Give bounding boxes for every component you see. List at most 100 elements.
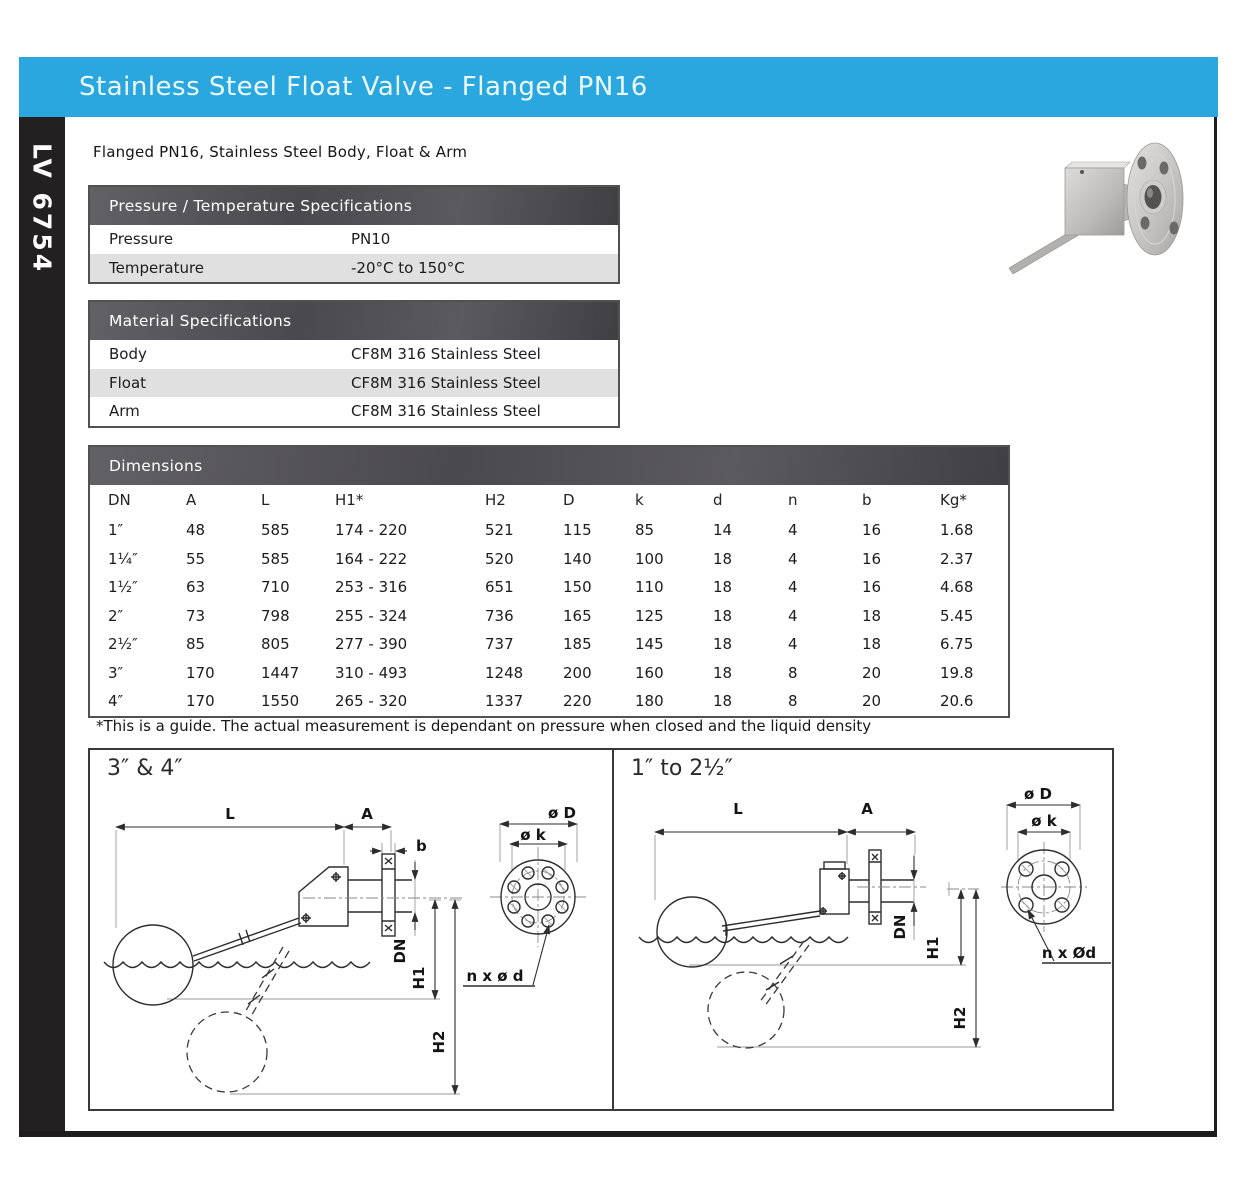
col-header: DN (108, 491, 131, 509)
dim-label-nxd: n x Ød (1042, 944, 1096, 962)
cell: 651 (485, 578, 514, 596)
table-row: Arm CF8M 316 Stainless Steel (90, 397, 618, 426)
cell: 8 (788, 692, 798, 710)
cell: 1½″ (108, 578, 138, 596)
dim-label-DN: DN (891, 914, 909, 939)
cell: 63 (186, 578, 206, 596)
cell: 170 (186, 663, 215, 682)
cell: 150 (563, 578, 592, 596)
cell: 55 (186, 549, 206, 568)
float-lower-position (186, 946, 290, 1093)
table-title: Dimensions (90, 447, 1008, 485)
col-header: H2 (485, 491, 506, 509)
dimension-A: A (343, 805, 392, 831)
material-table: Material Specifications Body CF8M 316 St… (88, 300, 620, 428)
cell: 4 (788, 606, 798, 625)
cell: 165 (563, 606, 592, 625)
cell: 14 (713, 521, 733, 539)
cell: 200 (563, 663, 592, 682)
water-line (638, 935, 849, 944)
bolt-callout: n x ø d (463, 924, 551, 987)
cell: 4.68 (940, 578, 974, 596)
valve-side-view (819, 849, 926, 925)
title-band: Stainless Steel Float Valve - Flanged PN… (19, 57, 1218, 117)
float-and-arm (112, 917, 302, 1006)
valve-side-view (298, 853, 462, 937)
table-row: Temperature -20°C to 150°C (90, 253, 618, 282)
drawing-1-2half-svg: L A (638, 785, 1111, 1049)
table-title: Pressure / Temperature Specifications (90, 187, 618, 225)
cell: 1″ (108, 521, 124, 539)
cell: 4 (788, 521, 798, 539)
dim-label-DN: DN (391, 938, 409, 963)
col-header: D (563, 491, 575, 509)
cell: 85 (635, 521, 655, 539)
dimension-DN: DN (391, 860, 419, 964)
dimension-L: L (654, 800, 848, 836)
cell: 2.37 (940, 549, 974, 568)
col-header: A (186, 491, 197, 509)
col-header: k (635, 491, 644, 509)
col-header: d (713, 491, 723, 509)
cell: 174 - 220 (335, 521, 408, 539)
cell: 5.45 (940, 606, 974, 625)
dim-label-H1: H1 (924, 937, 942, 960)
extension-lines (115, 824, 578, 1095)
cell: 18 (862, 635, 882, 653)
cell: 277 - 390 (335, 635, 408, 653)
product-photo (1008, 142, 1184, 275)
dim-label-L: L (733, 800, 743, 818)
dimension-flange-k: ø k (1017, 812, 1071, 836)
cell: 798 (261, 606, 290, 625)
cell: 521 (485, 521, 514, 539)
flange-face-view: ø D ø k n x Ød (1001, 785, 1111, 964)
bolt-callout: n x Ød (1027, 909, 1111, 964)
cell: 1337 (485, 692, 524, 710)
cell: 18 (713, 549, 733, 568)
cell: 16 (862, 549, 882, 568)
cell: 18 (713, 635, 733, 653)
row-label: Arm (109, 402, 140, 420)
dimension-H1: H1 (410, 899, 441, 1000)
cell: 20.6 (940, 692, 974, 710)
cell: 4 (788, 578, 798, 596)
table-title: Material Specifications (90, 302, 618, 340)
dimension-flange-D: ø D (1006, 785, 1081, 809)
dimension-b: b (370, 837, 427, 855)
cell: 2½″ (108, 635, 138, 653)
dim-label-nxd: n x ø d (466, 967, 523, 985)
cell: 3″ (108, 663, 124, 682)
column-header-row: DN A L H1* H2 D k d n b Kg* (90, 485, 1008, 516)
cell: 737 (485, 635, 514, 653)
valve-body-block (1064, 161, 1134, 236)
cell: 16 (862, 521, 882, 539)
col-header: b (862, 491, 872, 509)
page-title: Stainless Steel Float Valve - Flanged PN… (79, 72, 648, 102)
dim-label-A: A (861, 800, 873, 818)
col-header: Kg* (940, 491, 967, 509)
row-value: CF8M 316 Stainless Steel (351, 402, 541, 420)
cell: 48 (186, 521, 206, 539)
cell: 255 - 324 (335, 606, 408, 625)
dim-label-ok: ø k (520, 826, 547, 844)
dimension-H2: H2 (430, 899, 461, 1095)
cell: 1248 (485, 663, 524, 682)
table-footnote: *This is a guide. The actual measurement… (96, 717, 872, 735)
cell: 310 - 493 (335, 663, 408, 682)
water-line (103, 960, 371, 969)
dimension-L: L (115, 805, 345, 831)
dimension-H2: H2 (951, 889, 980, 1048)
cell: 6.75 (940, 635, 974, 653)
cell: 20 (862, 692, 882, 710)
table-row: Float CF8M 316 Stainless Steel (90, 368, 618, 397)
row-label: Temperature (109, 258, 205, 277)
cell: 185 (563, 635, 592, 653)
dimension-DN: DN (891, 854, 918, 940)
drawing-3-4-inch: 3″ & 4″ L (90, 750, 614, 1109)
cell: 253 - 316 (335, 578, 408, 596)
